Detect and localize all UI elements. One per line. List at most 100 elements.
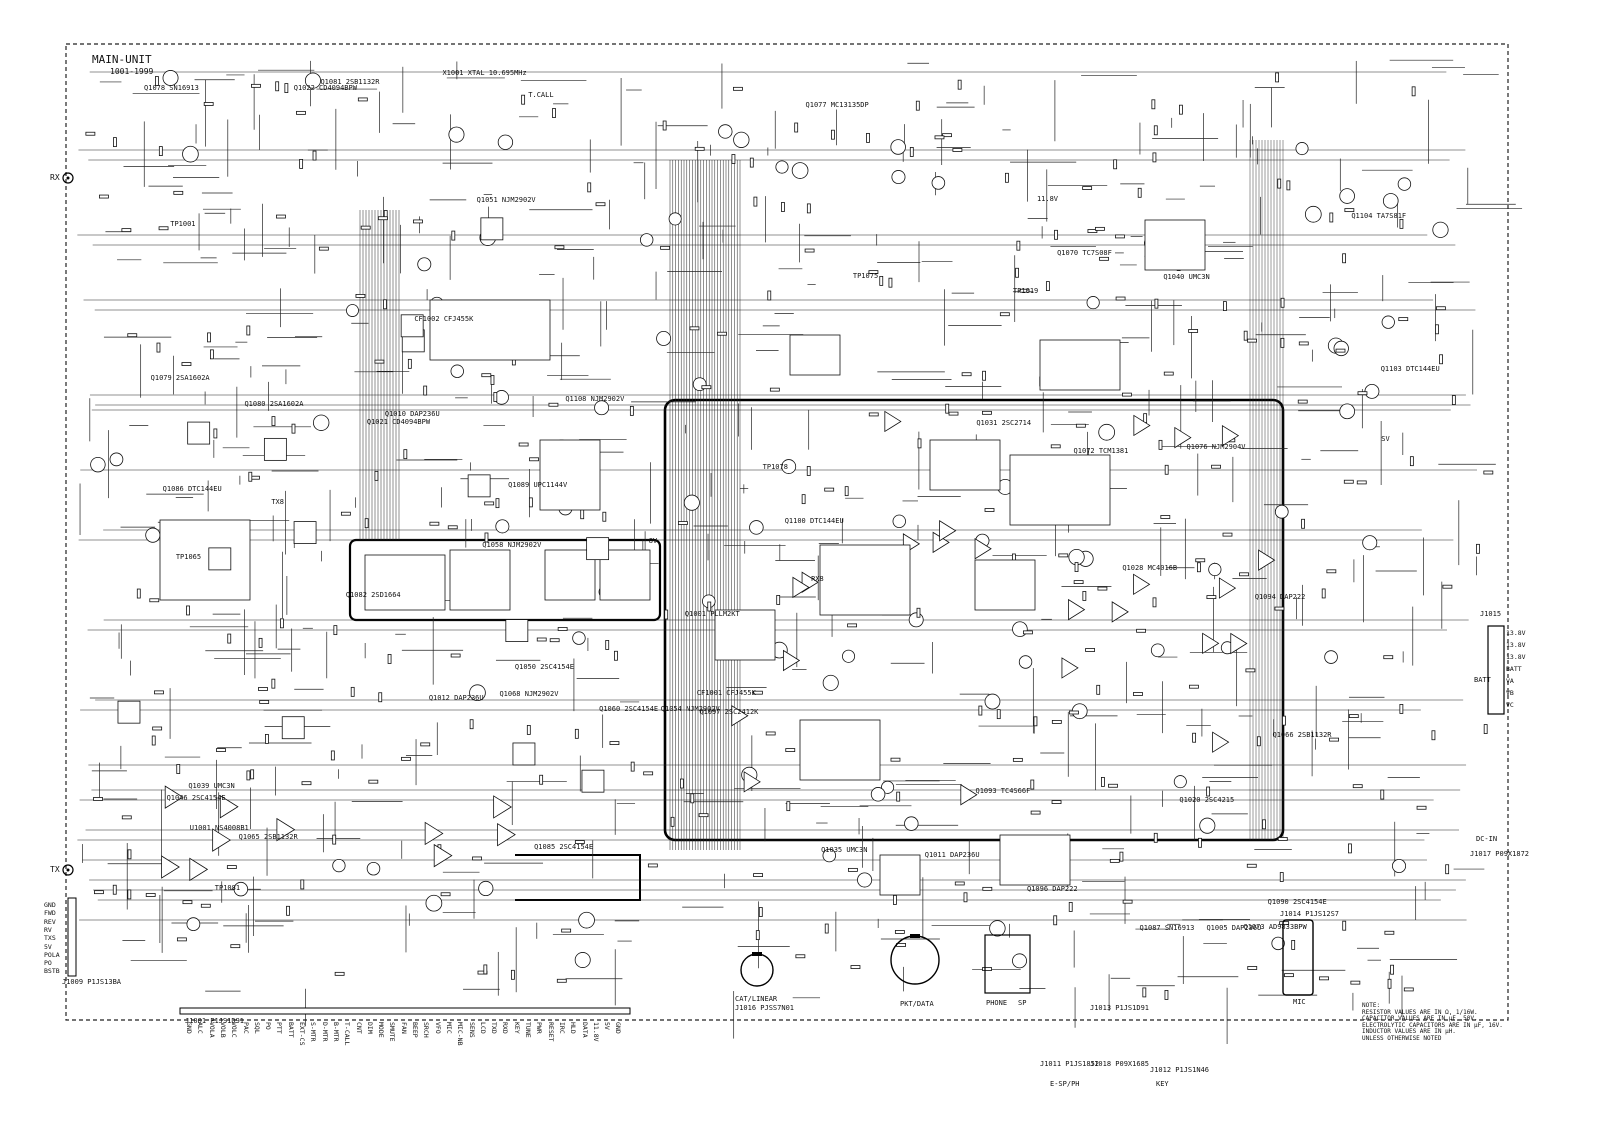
- resistor-symbol: [301, 781, 312, 786]
- capacitor-symbol: [1279, 872, 1284, 882]
- resistor-symbol: [984, 508, 995, 512]
- op-amp-symbol: [1258, 549, 1276, 571]
- net-label: 8V: [648, 536, 658, 545]
- ic-package: [879, 854, 921, 896]
- resistor-symbol: [357, 97, 368, 102]
- net-label: TP1081: [214, 883, 241, 892]
- component-designator: Q1104 TA7S81F: [1351, 211, 1407, 220]
- transistor-symbol: [366, 861, 381, 876]
- capacitor-symbol: [629, 405, 634, 416]
- capacitor-symbol: [1198, 837, 1202, 848]
- resistor-symbol: [554, 245, 565, 250]
- resistor-symbol: [1073, 580, 1084, 585]
- transistor-symbol: [497, 134, 514, 150]
- j1001-connector-body: [179, 1007, 631, 1015]
- transistor-symbol: [1018, 655, 1033, 669]
- batt-connector-body: [1487, 625, 1505, 715]
- op-amp-symbol: [1218, 577, 1237, 599]
- net-label: TP1019: [1012, 286, 1039, 295]
- resistor-symbol: [94, 890, 104, 895]
- capacitor-symbol: [383, 299, 387, 310]
- bottom-pin-label: DATA: [580, 1022, 589, 1038]
- capacitor-symbol: [1348, 843, 1352, 854]
- j1016-label: J1016 PJSS7N01: [735, 1004, 795, 1012]
- op-amp-symbol: [189, 857, 209, 882]
- resistor-symbol: [1122, 899, 1133, 904]
- transistor-symbol: [1324, 650, 1338, 664]
- left-pin-label: REV: [44, 917, 56, 926]
- resistor-symbol: [769, 387, 780, 392]
- op-amp-symbol: [884, 410, 902, 433]
- resistor-symbol: [1356, 480, 1367, 485]
- transistor-symbol: [1012, 953, 1027, 969]
- transistor-symbol: [1381, 315, 1395, 329]
- resistor-symbol: [1108, 783, 1118, 788]
- capacitor-symbol: [552, 108, 556, 118]
- component-designator: Q1051 NJM2902V: [476, 195, 536, 204]
- op-amp-symbol: [212, 828, 232, 852]
- bottom-pin-label: FAN: [399, 1022, 408, 1034]
- net-label: TX8: [271, 497, 284, 506]
- resistor-symbol: [643, 771, 654, 776]
- resistor-symbol: [154, 690, 164, 695]
- transistor-symbol: [332, 858, 346, 873]
- component-designator: Q1100 DTC144EU: [784, 516, 844, 525]
- capacitor-symbol: [1015, 267, 1019, 278]
- transistor-symbol: [1362, 535, 1378, 551]
- transistor-symbol: [683, 494, 700, 511]
- resistor-symbol: [689, 326, 700, 331]
- right-pin-label: 13.8V: [1506, 653, 1526, 661]
- capacitor-symbol: [1033, 716, 1038, 727]
- capacitor-symbol: [866, 132, 870, 143]
- capacitor-symbol: [312, 150, 317, 161]
- transistor-symbol: [908, 612, 924, 628]
- transistor-symbol: [1208, 562, 1222, 577]
- transistor-symbol: [891, 170, 906, 185]
- capacitor-symbol: [271, 416, 276, 426]
- component-designator: Q1072 TCM1381: [1073, 447, 1129, 456]
- capacitor-symbol: [469, 719, 474, 730]
- bottom-pin-label: VOLC: [230, 1022, 239, 1038]
- capacitor-symbol: [1152, 597, 1157, 608]
- j1013-label: J1013 P1JS1D91: [1090, 1004, 1150, 1012]
- resistor-symbol: [216, 748, 226, 752]
- capacitor-symbol: [1137, 187, 1142, 198]
- capacitor-symbol: [915, 100, 920, 111]
- capacitor-symbol: [794, 122, 799, 133]
- resistor-symbol: [1239, 572, 1249, 577]
- capacitor-symbol: [1380, 789, 1385, 800]
- resistor-symbol: [1109, 858, 1120, 863]
- transistor-symbol: [656, 331, 672, 346]
- resistor-symbol: [334, 971, 345, 976]
- component-designator: Q1028 MC4016B: [1122, 563, 1178, 572]
- resistor-symbol: [529, 457, 539, 462]
- capacitor-symbol: [1409, 456, 1414, 467]
- component-designator: CF1001 CFJ455K: [696, 689, 756, 698]
- bottom-pin-label: DIM: [365, 1022, 374, 1034]
- transistor-symbol: [90, 456, 106, 473]
- component-designator: Q1039 UMC3N: [188, 782, 235, 791]
- ic-package: [429, 299, 551, 361]
- capacitor-symbol: [1256, 736, 1261, 747]
- j1009-connector-body: [67, 897, 77, 977]
- resistor-symbol: [847, 623, 858, 628]
- e-sp-ph-label: E-SP/PH: [1050, 1080, 1080, 1088]
- transistor-symbol: [1150, 643, 1165, 658]
- capacitor-symbol: [378, 692, 383, 703]
- capacitor-symbol: [1016, 240, 1021, 251]
- transistor-symbol: [881, 780, 895, 794]
- ic-package: [714, 609, 776, 661]
- resistor-symbol: [374, 359, 385, 364]
- transistor-symbol: [145, 527, 161, 543]
- bottom-pin-label: SENS: [467, 1022, 476, 1038]
- component-designator: Q1108 NJM2902V: [565, 394, 625, 403]
- transistor-symbol: [822, 848, 837, 863]
- capacitor-symbol: [521, 94, 526, 105]
- resistor-symbol: [557, 627, 568, 631]
- resistor-symbol: [1195, 558, 1206, 563]
- transistor-symbol: [989, 920, 1006, 937]
- transistor-symbol: [791, 162, 809, 179]
- net-label: 11.8V: [1036, 194, 1059, 203]
- capacitor-symbol: [299, 159, 304, 169]
- resistor-symbol: [259, 700, 270, 704]
